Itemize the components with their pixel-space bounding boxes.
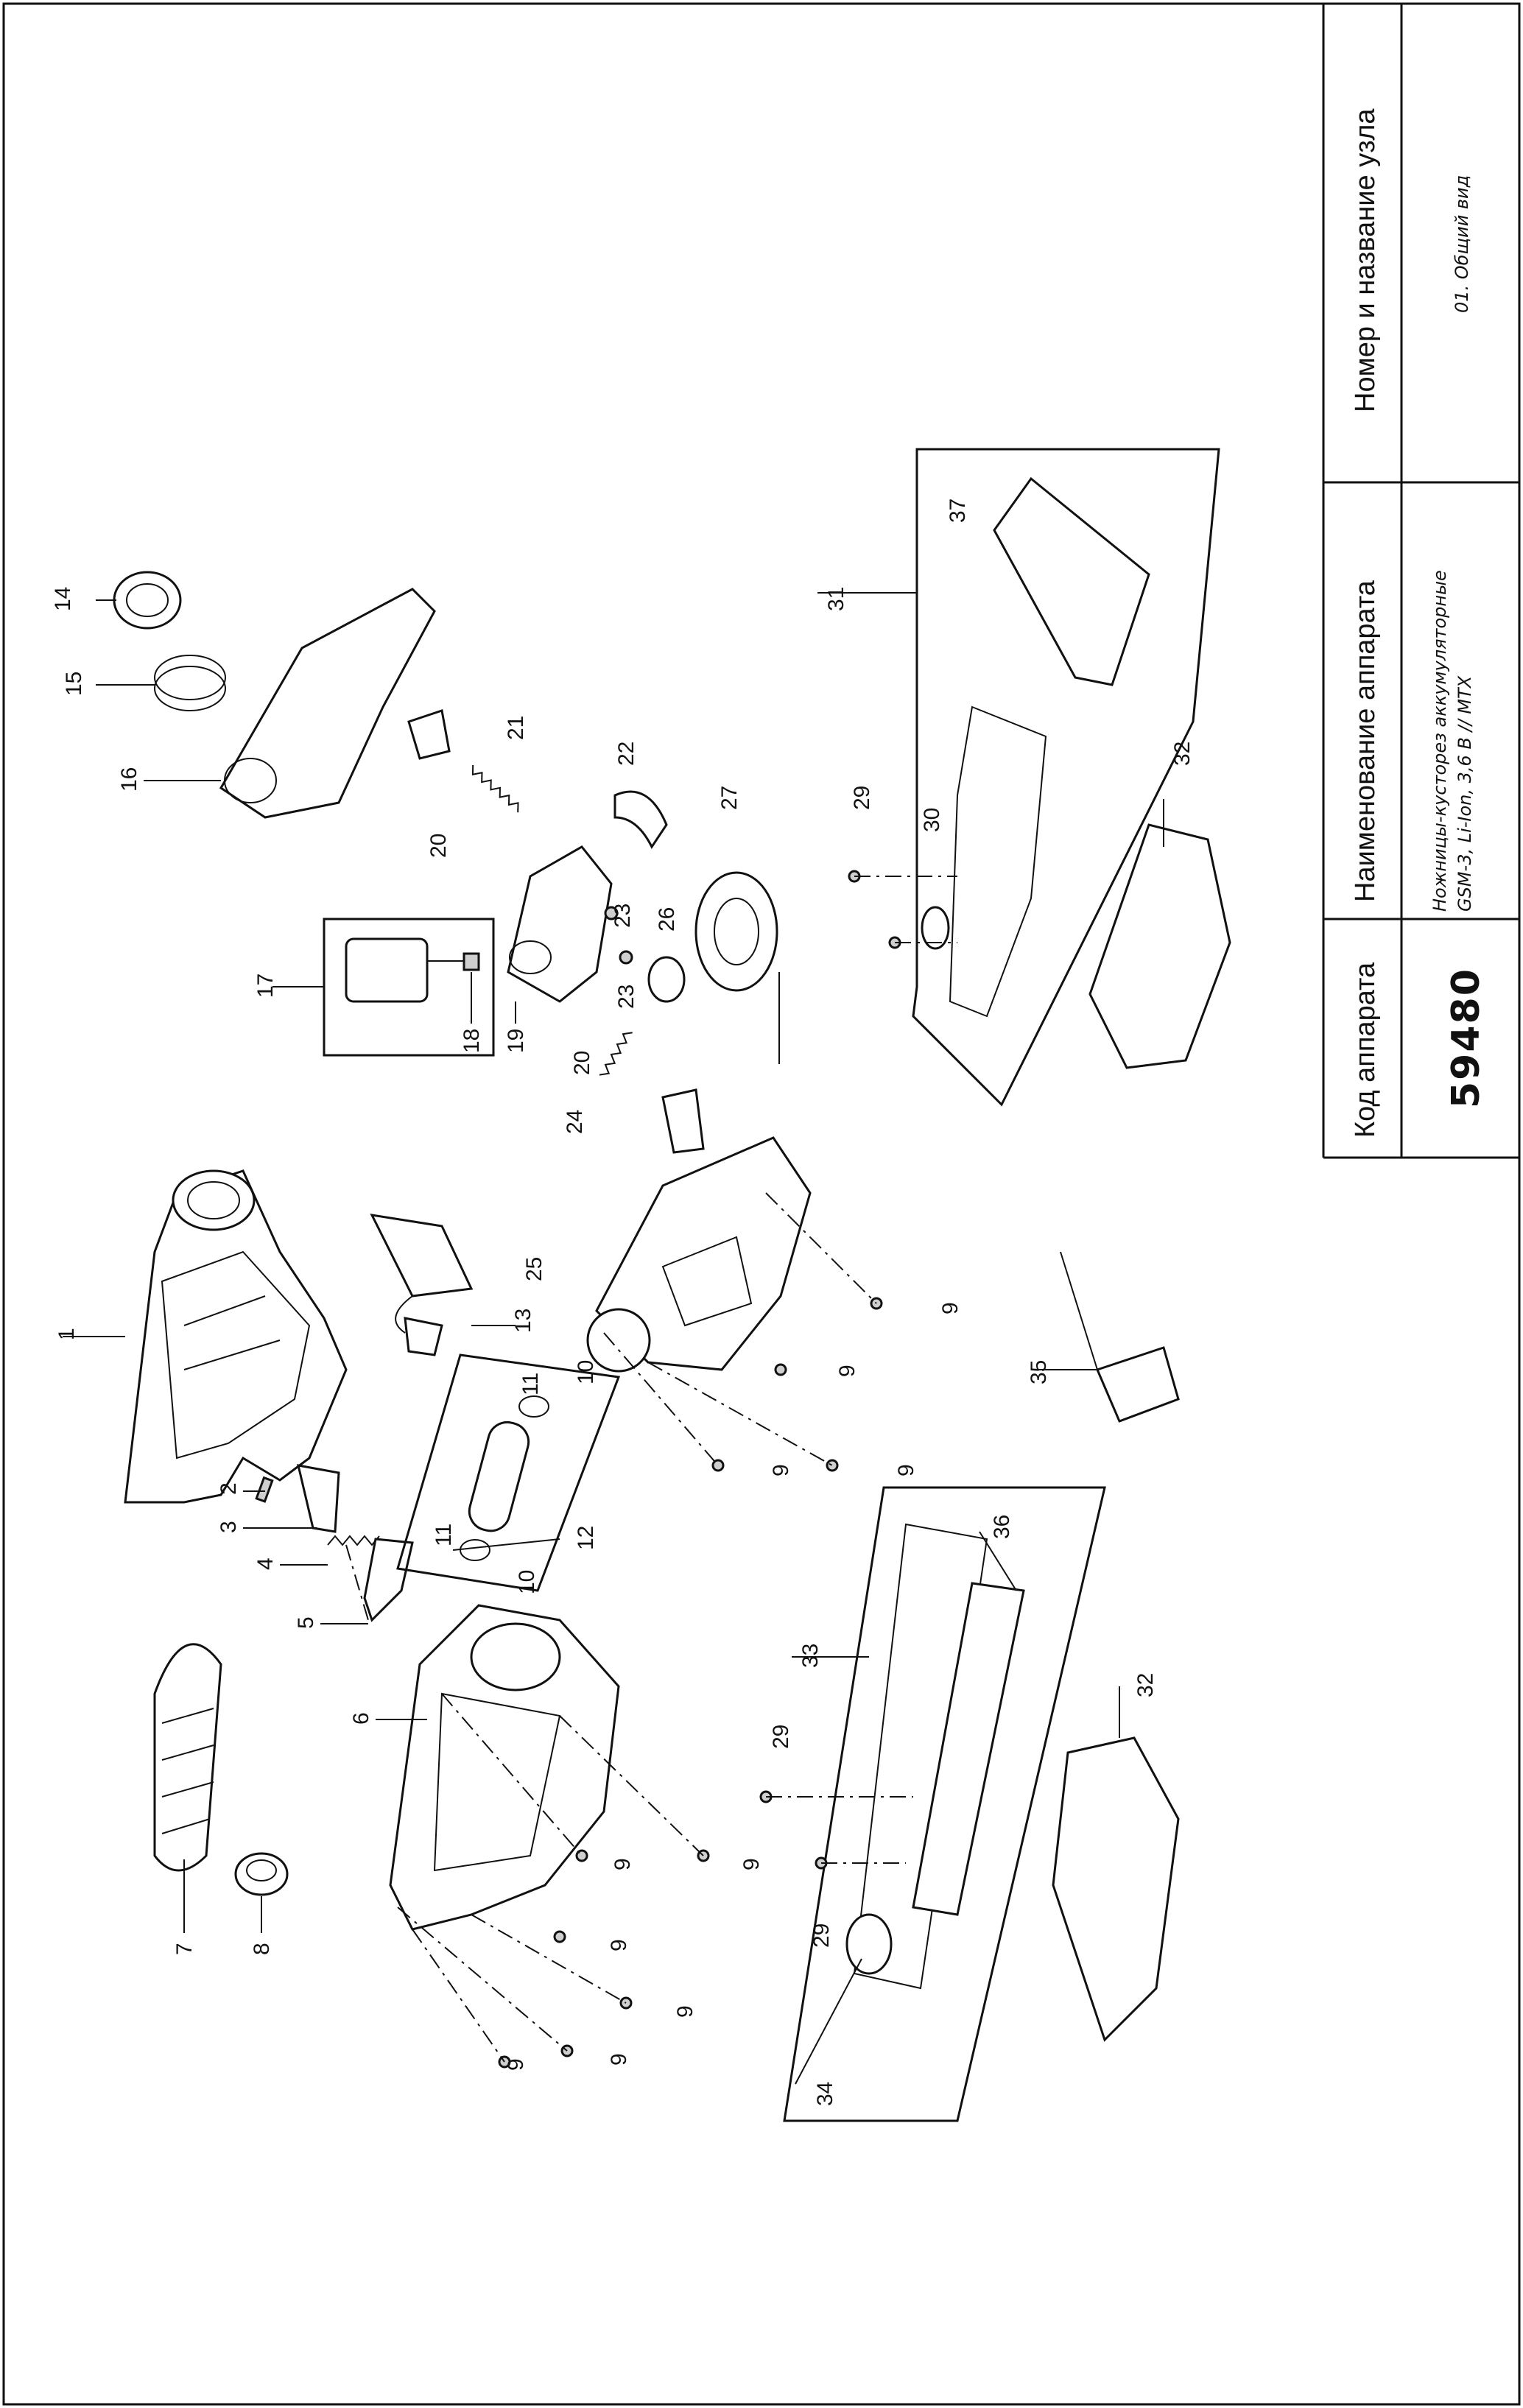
callout-10-b: 10 bbox=[574, 1360, 598, 1384]
part-32-blade-cover-upper bbox=[1088, 823, 1231, 1069]
callout-17: 17 bbox=[253, 974, 278, 998]
callout-34: 34 bbox=[813, 2082, 837, 2106]
callout-5: 5 bbox=[294, 1616, 318, 1629]
callout-11-b: 11 bbox=[518, 1373, 543, 1395]
callout-29-a: 29 bbox=[850, 786, 874, 810]
part-12-battery-box bbox=[396, 1353, 621, 1592]
callout-14: 14 bbox=[51, 587, 75, 611]
callout-9-i: 9 bbox=[835, 1365, 859, 1377]
callout-20-a: 20 bbox=[426, 834, 451, 858]
col1-header: Код аппарата bbox=[1350, 962, 1381, 1138]
device-name-line1: Ножницы-кусторез аккумуляторные bbox=[1429, 570, 1450, 912]
col2-header: Наименование аппарата bbox=[1350, 580, 1381, 902]
callout-3: 3 bbox=[217, 1521, 241, 1533]
callout-8: 8 bbox=[250, 1943, 274, 1955]
callout-30: 30 bbox=[920, 808, 944, 832]
part-13-pcb bbox=[370, 1214, 474, 1356]
callout-9-e: 9 bbox=[739, 1858, 764, 1870]
part-1-housing-half bbox=[124, 1169, 348, 1504]
callout-22: 22 bbox=[614, 742, 639, 766]
part-23-26-gears bbox=[604, 906, 686, 1003]
callout-15: 15 bbox=[62, 672, 86, 696]
part-17-motor-assembly bbox=[323, 918, 495, 1057]
callout-32-a: 32 bbox=[1170, 742, 1195, 766]
part-27-large-gear bbox=[694, 871, 778, 992]
callout-32-b: 32 bbox=[1133, 1673, 1158, 1697]
callout-20-b: 20 bbox=[570, 1051, 594, 1075]
part-32-blade-cover-lower bbox=[1052, 1736, 1180, 2042]
part-25-front-housing bbox=[586, 1136, 812, 1373]
callout-16: 16 bbox=[117, 767, 141, 792]
callout-21: 21 bbox=[504, 716, 528, 740]
part-22-arc bbox=[613, 790, 668, 849]
callout-13: 13 bbox=[511, 1309, 535, 1333]
part-21-clip bbox=[407, 709, 451, 760]
callout-25: 25 bbox=[522, 1257, 546, 1281]
callout-33: 33 bbox=[798, 1644, 823, 1668]
callout-9-j: 9 bbox=[938, 1302, 963, 1314]
callout-24: 24 bbox=[563, 1110, 587, 1134]
part-2-3-switch bbox=[255, 1464, 340, 1533]
device-name-line2: GSM-3, Li-Ion, 3,6 В // MTX bbox=[1455, 675, 1475, 912]
callout-9-f: 9 bbox=[611, 1858, 635, 1870]
part-4-5-trigger bbox=[327, 1535, 414, 1622]
part-16-upper-cover bbox=[219, 588, 436, 819]
part-20-spring bbox=[471, 764, 633, 1076]
device-code: 59480 bbox=[1444, 968, 1488, 1108]
part-19-gearbox bbox=[507, 845, 613, 1003]
callout-9-c: 9 bbox=[673, 2005, 697, 2018]
part-33-shrub-blade-set bbox=[783, 1486, 1106, 2122]
callout-35: 35 bbox=[1027, 1360, 1051, 1384]
assembly-lines bbox=[345, 876, 957, 2063]
callout-37: 37 bbox=[946, 499, 970, 523]
title-block: Код аппарата Наименование аппарата Номер… bbox=[1322, 4, 1519, 1159]
callout-9-h: 9 bbox=[894, 1464, 918, 1476]
callout-12: 12 bbox=[574, 1526, 598, 1550]
callout-27: 27 bbox=[717, 786, 742, 810]
callout-23-a: 23 bbox=[611, 904, 635, 928]
callout-9-a: 9 bbox=[504, 2058, 528, 2071]
col3-header: Номер и название узла bbox=[1350, 108, 1381, 412]
callout-6: 6 bbox=[349, 1712, 373, 1725]
callout-31: 31 bbox=[824, 587, 848, 611]
callout-29-c: 29 bbox=[809, 1923, 834, 1948]
part-24-clip bbox=[661, 1088, 705, 1154]
callout-23-b: 23 bbox=[614, 985, 639, 1009]
callout-10-a: 10 bbox=[515, 1570, 539, 1594]
callout-9-b: 9 bbox=[607, 2053, 631, 2066]
callout-2: 2 bbox=[217, 1482, 241, 1495]
callout-7: 7 bbox=[172, 1943, 197, 1955]
callout-1: 1 bbox=[54, 1328, 79, 1340]
callout-18: 18 bbox=[460, 1029, 484, 1053]
callout-11-a: 11 bbox=[432, 1524, 456, 1546]
unit-name: 01. Общий вид bbox=[1452, 175, 1472, 313]
callout-26: 26 bbox=[655, 907, 679, 932]
part-15-spring-rings bbox=[154, 655, 226, 711]
part-7-grip bbox=[153, 1643, 222, 1872]
callout-19: 19 bbox=[504, 1029, 528, 1053]
leader-lines bbox=[63, 592, 1164, 2085]
callout-labels: 1 2 3 4 5 6 7 8 9 9 9 9 9 9 9 9 9 9 10 1… bbox=[51, 499, 1195, 2106]
part-8-knob bbox=[234, 1852, 289, 1896]
callout-9-g: 9 bbox=[769, 1464, 793, 1476]
part-31-grass-blade-set bbox=[912, 448, 1220, 1107]
part-6-rear-housing bbox=[389, 1604, 620, 1931]
callout-9-d: 9 bbox=[607, 1939, 631, 1951]
part-14-ring-gear bbox=[113, 571, 182, 630]
part-35-charger bbox=[1060, 1251, 1180, 1423]
callout-29-b: 29 bbox=[769, 1725, 793, 1749]
callout-36: 36 bbox=[990, 1515, 1014, 1539]
callout-4: 4 bbox=[253, 1557, 278, 1570]
